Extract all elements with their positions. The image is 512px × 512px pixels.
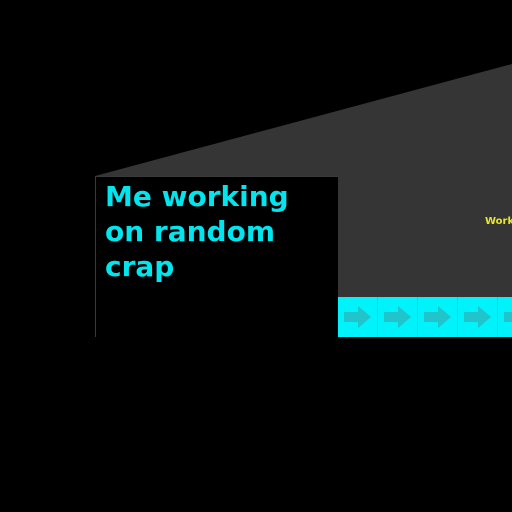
arrow-strip — [338, 297, 512, 337]
arrow-right-icon — [503, 312, 512, 322]
arrow-cell — [378, 297, 418, 337]
wall-surface — [95, 64, 512, 297]
arrow-cell — [458, 297, 498, 337]
arrow-right-icon — [423, 306, 451, 328]
arrow-right-icon — [383, 306, 411, 328]
arrow-right-icon — [343, 306, 371, 328]
caption-panel: Me working on random crap — [95, 176, 338, 337]
wall-label: Work — [485, 216, 512, 227]
arrow-cell — [498, 297, 512, 337]
arrow-right-icon — [463, 306, 491, 328]
arrow-cell — [418, 297, 458, 337]
caption-text: Me working on random crap — [105, 180, 289, 283]
arrow-cell — [338, 297, 378, 337]
